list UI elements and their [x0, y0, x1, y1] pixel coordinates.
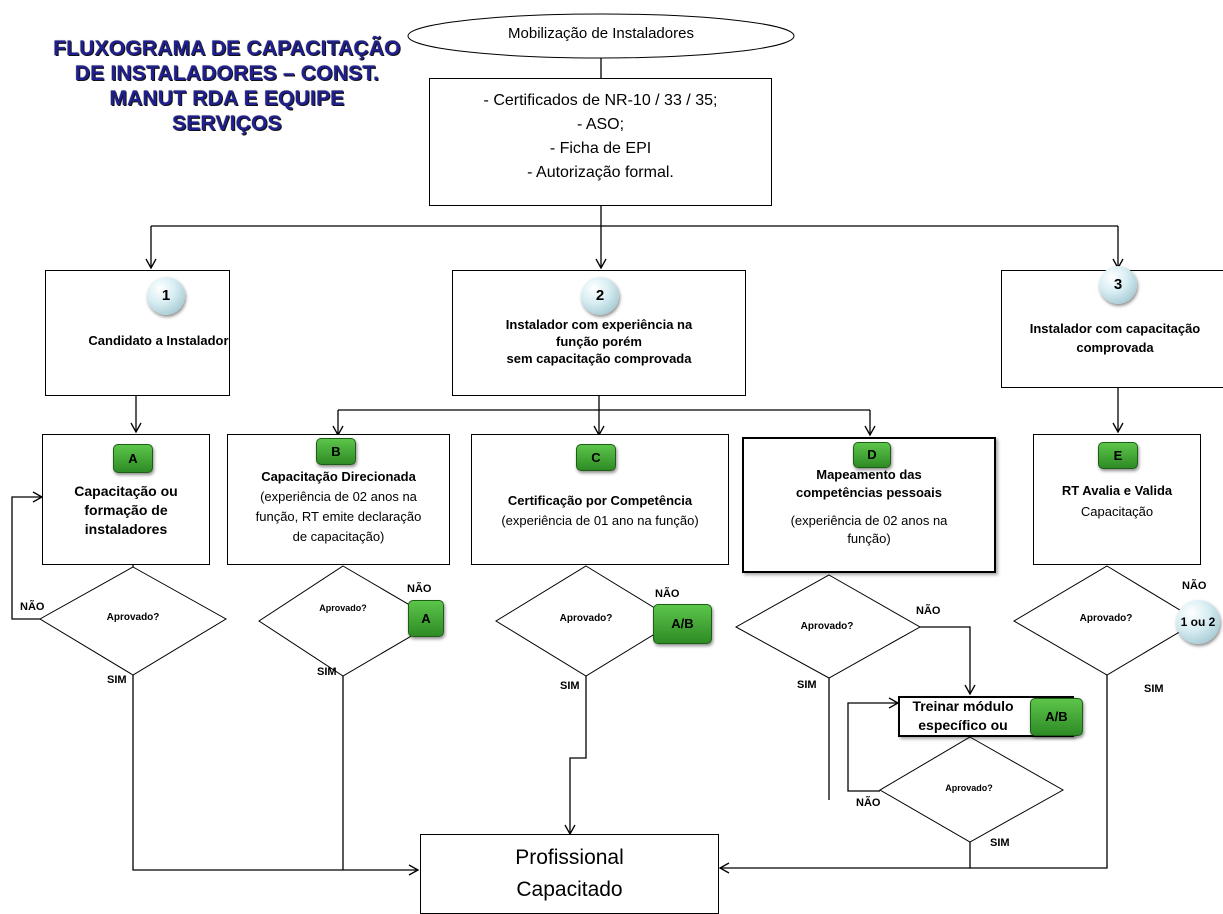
path-e-desc1: Capacitação: [1080, 504, 1154, 519]
path-a-line3: instaladores: [84, 521, 168, 537]
decision-e: [1013, 565, 1199, 676]
return-tag-c: A/B: [653, 604, 712, 644]
start-label: Mobilização de Instaladores: [508, 25, 694, 42]
decision-c: [495, 565, 677, 677]
path-c-label: Certificação por Competência (experiênci…: [471, 491, 729, 531]
yes-label-b: SIM: [317, 666, 337, 678]
profile-2-box: [452, 270, 746, 396]
req-certificates: - Certificados de NR-10 / 33 / 35;: [483, 92, 718, 109]
train-line1: Treinar módulo: [912, 698, 1014, 714]
yes-label-c: SIM: [560, 680, 580, 692]
profile-2-line2: função porém: [556, 334, 642, 349]
no-label-e: NÃO: [1182, 580, 1207, 592]
no-label-d: NÃO: [916, 605, 941, 617]
path-a-line1: Capacitação ou: [74, 483, 178, 499]
decision-b-label: Aprovado?: [319, 603, 367, 613]
profile-2-label: Instalador com experiência na função por…: [452, 316, 746, 367]
profile-1-box: [45, 270, 230, 396]
profile-1-label: Candidato a Instalador: [88, 333, 229, 348]
req-authorization: - Autorização formal.: [527, 164, 674, 181]
end-box: Profissional Capacitado: [420, 834, 719, 914]
no-label-b: NÃO: [407, 583, 432, 595]
yes-label-e: SIM: [1144, 683, 1164, 695]
decision-b: [258, 565, 438, 677]
profile-3-line2: comprovada: [1076, 340, 1154, 355]
profile-2-number: 2: [581, 277, 619, 315]
path-d-desc1: (experiência de 02 anos na: [790, 513, 948, 528]
profile-2-line1: Instalador com experiência na: [505, 317, 693, 332]
path-d-title2: competências pessoais: [796, 485, 942, 500]
return-tag-b: A: [408, 600, 444, 637]
path-b-title: Capacitação Direcionada: [261, 469, 416, 484]
path-a-label: Capacitação ou formação de instaladores: [42, 482, 210, 539]
decision-a: [39, 566, 227, 676]
return-tag-train: A/B: [1030, 698, 1083, 736]
decision-d: [734, 574, 922, 679]
path-d-title1: Mapeamento das: [816, 467, 922, 482]
req-aso: - ASO;: [576, 116, 625, 133]
path-d-desc2: função): [847, 531, 891, 546]
profile-1-number: 1: [147, 277, 185, 315]
path-c-title: Certificação por Competência: [507, 493, 693, 508]
yes-label-a: SIM: [107, 674, 127, 686]
path-e-tag: E: [1098, 442, 1138, 469]
page-title: FLUXOGRAMA DE CAPACITAÇÃO DE INSTALADORE…: [53, 37, 401, 135]
path-d-label: Mapeamento das competências pessoais (ex…: [742, 466, 996, 548]
path-b-tag: B: [316, 438, 356, 465]
no-label-c: NÃO: [655, 588, 680, 600]
path-b-label: Capacitação Direcionada (experiência de …: [227, 467, 450, 547]
path-a-line2: formação de: [84, 502, 168, 518]
end-line2: Capacitado: [516, 878, 623, 901]
yes-label-train: SIM: [990, 837, 1010, 849]
path-b-desc1: (experiência de 02 anos na: [260, 489, 417, 504]
decision-e-label: Aprovado?: [1079, 613, 1133, 624]
path-d-tag: D: [853, 442, 891, 468]
path-c-tag: C: [576, 444, 616, 471]
path-a-tag: A: [113, 444, 153, 473]
decision-a-label: Aprovado?: [106, 612, 160, 623]
req-epi: - Ficha de EPI: [549, 140, 652, 157]
train-label: Treinar módulo específico ou: [898, 697, 1028, 735]
path-e-label: RT Avalia e Valida Capacitação: [1033, 480, 1201, 522]
path-e-title: RT Avalia e Valida: [1061, 483, 1173, 498]
requirements-box: - Certificados de NR-10 / 33 / 35; - ASO…: [429, 78, 772, 206]
yes-label-d: SIM: [797, 679, 817, 691]
profile-3-number: 3: [1099, 266, 1137, 304]
start-ellipse: [407, 13, 795, 59]
end-line1: Profissional: [515, 846, 624, 869]
decision-d-label: Aprovado?: [800, 621, 854, 632]
profile-3-label: Instalador com capacitação comprovada: [1003, 319, 1223, 357]
train-line2: específico ou: [918, 717, 1008, 733]
path-c-desc1: (experiência de 01 ano na função): [501, 513, 699, 528]
decision-train-label: Aprovado?: [945, 783, 993, 793]
profile-2-line3: sem capacitação comprovada: [506, 351, 692, 366]
path-b-desc2: função, RT emite declaração: [255, 509, 422, 524]
decision-train: [879, 736, 1065, 843]
decision-c-label: Aprovado?: [559, 613, 613, 624]
path-b-desc3: de capacitação): [292, 529, 385, 544]
profile-3-line1: Instalador com capacitação: [1029, 321, 1201, 336]
no-label-train: NÃO: [856, 797, 881, 809]
no-label-a: NÃO: [20, 601, 45, 613]
return-tag-e: 1 ou 2: [1176, 600, 1220, 644]
